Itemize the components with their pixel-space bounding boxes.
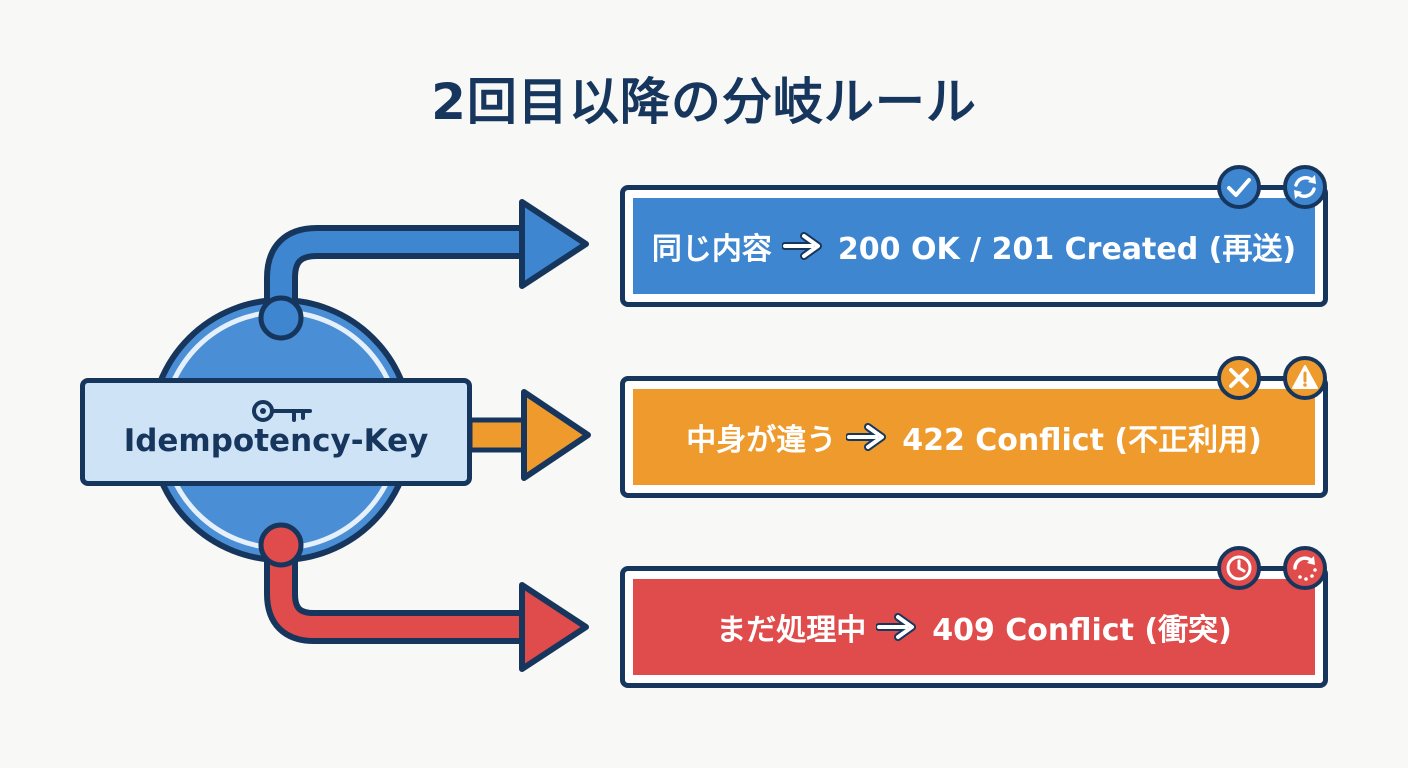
rule-result: 422 Conflict (不正利用) (902, 423, 1262, 458)
key-label: Idempotency-Key (123, 423, 429, 459)
rule-condition: 中身が違う (686, 423, 837, 458)
right-arrow-icon (876, 613, 917, 641)
right-arrow-icon (846, 423, 887, 451)
loading-icon (1283, 546, 1327, 590)
check-icon (1217, 165, 1261, 209)
clock-icon (1217, 546, 1261, 590)
refresh-icon (1283, 165, 1327, 209)
rule-content: 中身が違う 422 Conflict (不正利用) (633, 389, 1315, 485)
key-icon (252, 400, 312, 422)
arrowhead-orange (521, 389, 591, 481)
rule-result: 200 OK / 201 Created (再送) (837, 232, 1297, 267)
rule-content: まだ処理中 409 Conflict (衝突) (633, 579, 1315, 675)
idempotency-key-box: Idempotency-Key (80, 378, 472, 486)
right-arrow-icon (781, 232, 822, 260)
arrowhead-blue (519, 199, 589, 289)
warning-icon (1283, 356, 1327, 400)
rule-box-processing: まだ処理中 409 Conflict (衝突) (620, 566, 1328, 688)
rule-condition: まだ処理中 (716, 613, 867, 648)
arrowhead-red (519, 582, 589, 672)
diagram-title: 2回目以降の分岐ルール (431, 73, 977, 131)
rule-box-different-content: 中身が違う 422 Conflict (不正利用) (620, 376, 1328, 498)
rule-content: 同じ内容 200 OK / 201 Created (再送) (633, 198, 1315, 294)
node-top (258, 295, 304, 341)
node-bottom (258, 522, 304, 568)
rule-box-same-content: 同じ内容 200 OK / 201 Created (再送) (620, 185, 1328, 307)
rule-result: 409 Conflict (衝突) (932, 613, 1232, 648)
x-icon (1217, 356, 1261, 400)
rule-condition: 同じ内容 (651, 232, 772, 267)
